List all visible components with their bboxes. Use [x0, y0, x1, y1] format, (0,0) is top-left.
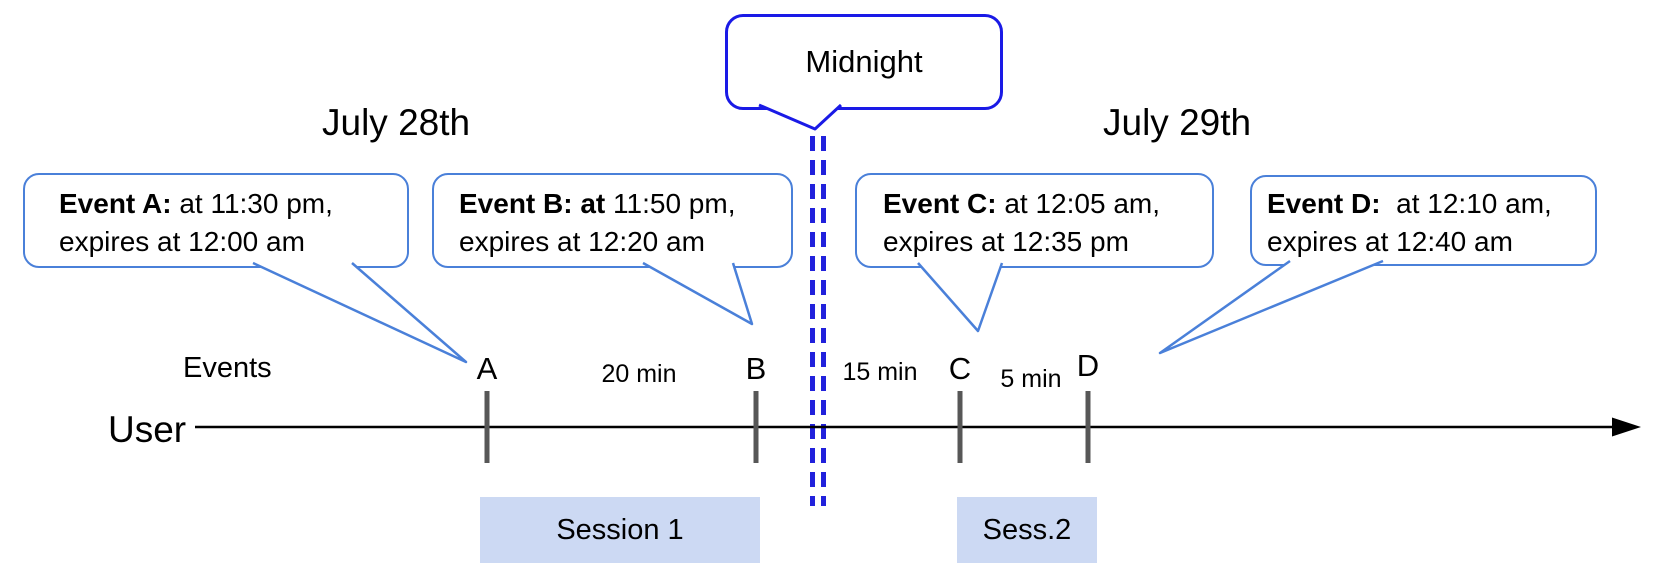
event-a-pointer	[252, 261, 468, 364]
session-1-label: Session 1	[556, 513, 684, 546]
event-b-time: 11:50 pm,	[605, 188, 736, 219]
midnight-label: Midnight	[805, 44, 923, 79]
tick-label-d: D	[1076, 348, 1100, 383]
event-a-callout: Event A: at 11:30 pm, expires at 12:00 a…	[23, 173, 409, 268]
event-c-pointer	[917, 262, 1004, 333]
midnight-callout: Midnight	[725, 14, 1003, 110]
event-b-title: Event B: at	[459, 188, 606, 219]
tick-label-c: C	[948, 351, 972, 386]
event-d-line1: Event D: at 12:10 am,	[1267, 185, 1595, 223]
events-row-label: Events	[183, 352, 272, 384]
event-c-callout: Event C: at 12:05 am, expires at 12:35 p…	[855, 173, 1214, 268]
date-label-left: July 28th	[322, 102, 471, 143]
event-b-expiry: expires at 12:20 am	[459, 226, 705, 257]
interval-15min-label: 15 min	[842, 358, 918, 386]
event-b-pointer	[642, 261, 754, 326]
event-b-callout: Event B: at 11:50 pm, expires at 12:20 a…	[432, 173, 793, 268]
event-c-expiry: expires at 12:35 pm	[883, 226, 1129, 257]
date-label-right: July 29th	[1103, 102, 1252, 143]
tick-label-b: B	[745, 351, 767, 386]
session-1-box: Session 1	[480, 497, 760, 563]
event-d-callout: Event D: at 12:10 am, expires at 12:40 a…	[1250, 175, 1597, 266]
event-c-line1: Event C: at 12:05 am,	[883, 185, 1212, 223]
user-row-label: User	[108, 409, 187, 450]
tick-label-a: A	[476, 351, 498, 386]
event-a-expiry: expires at 12:00 am	[59, 226, 305, 257]
event-a-title: Event A:	[59, 188, 172, 219]
interval-5min-label: 5 min	[1000, 365, 1062, 393]
interval-20min-label: 20 min	[601, 360, 677, 388]
event-d-title: Event D:	[1267, 188, 1381, 219]
event-d-expiry: expires at 12:40 am	[1267, 226, 1513, 257]
session-2-box: Sess.2	[957, 497, 1097, 563]
event-b-line1: Event B: at 11:50 pm,	[459, 185, 791, 223]
session-2-label: Sess.2	[982, 513, 1072, 546]
event-d-time: at 12:10 am,	[1380, 188, 1552, 219]
event-c-time: at 12:05 am,	[996, 188, 1161, 219]
event-a-time: at 11:30 pm,	[171, 188, 333, 219]
event-d-pointer	[1158, 259, 1384, 355]
event-a-line1: Event A: at 11:30 pm,	[59, 185, 407, 223]
event-c-title: Event C:	[883, 188, 997, 219]
timeline-arrowhead-icon	[1612, 417, 1641, 437]
